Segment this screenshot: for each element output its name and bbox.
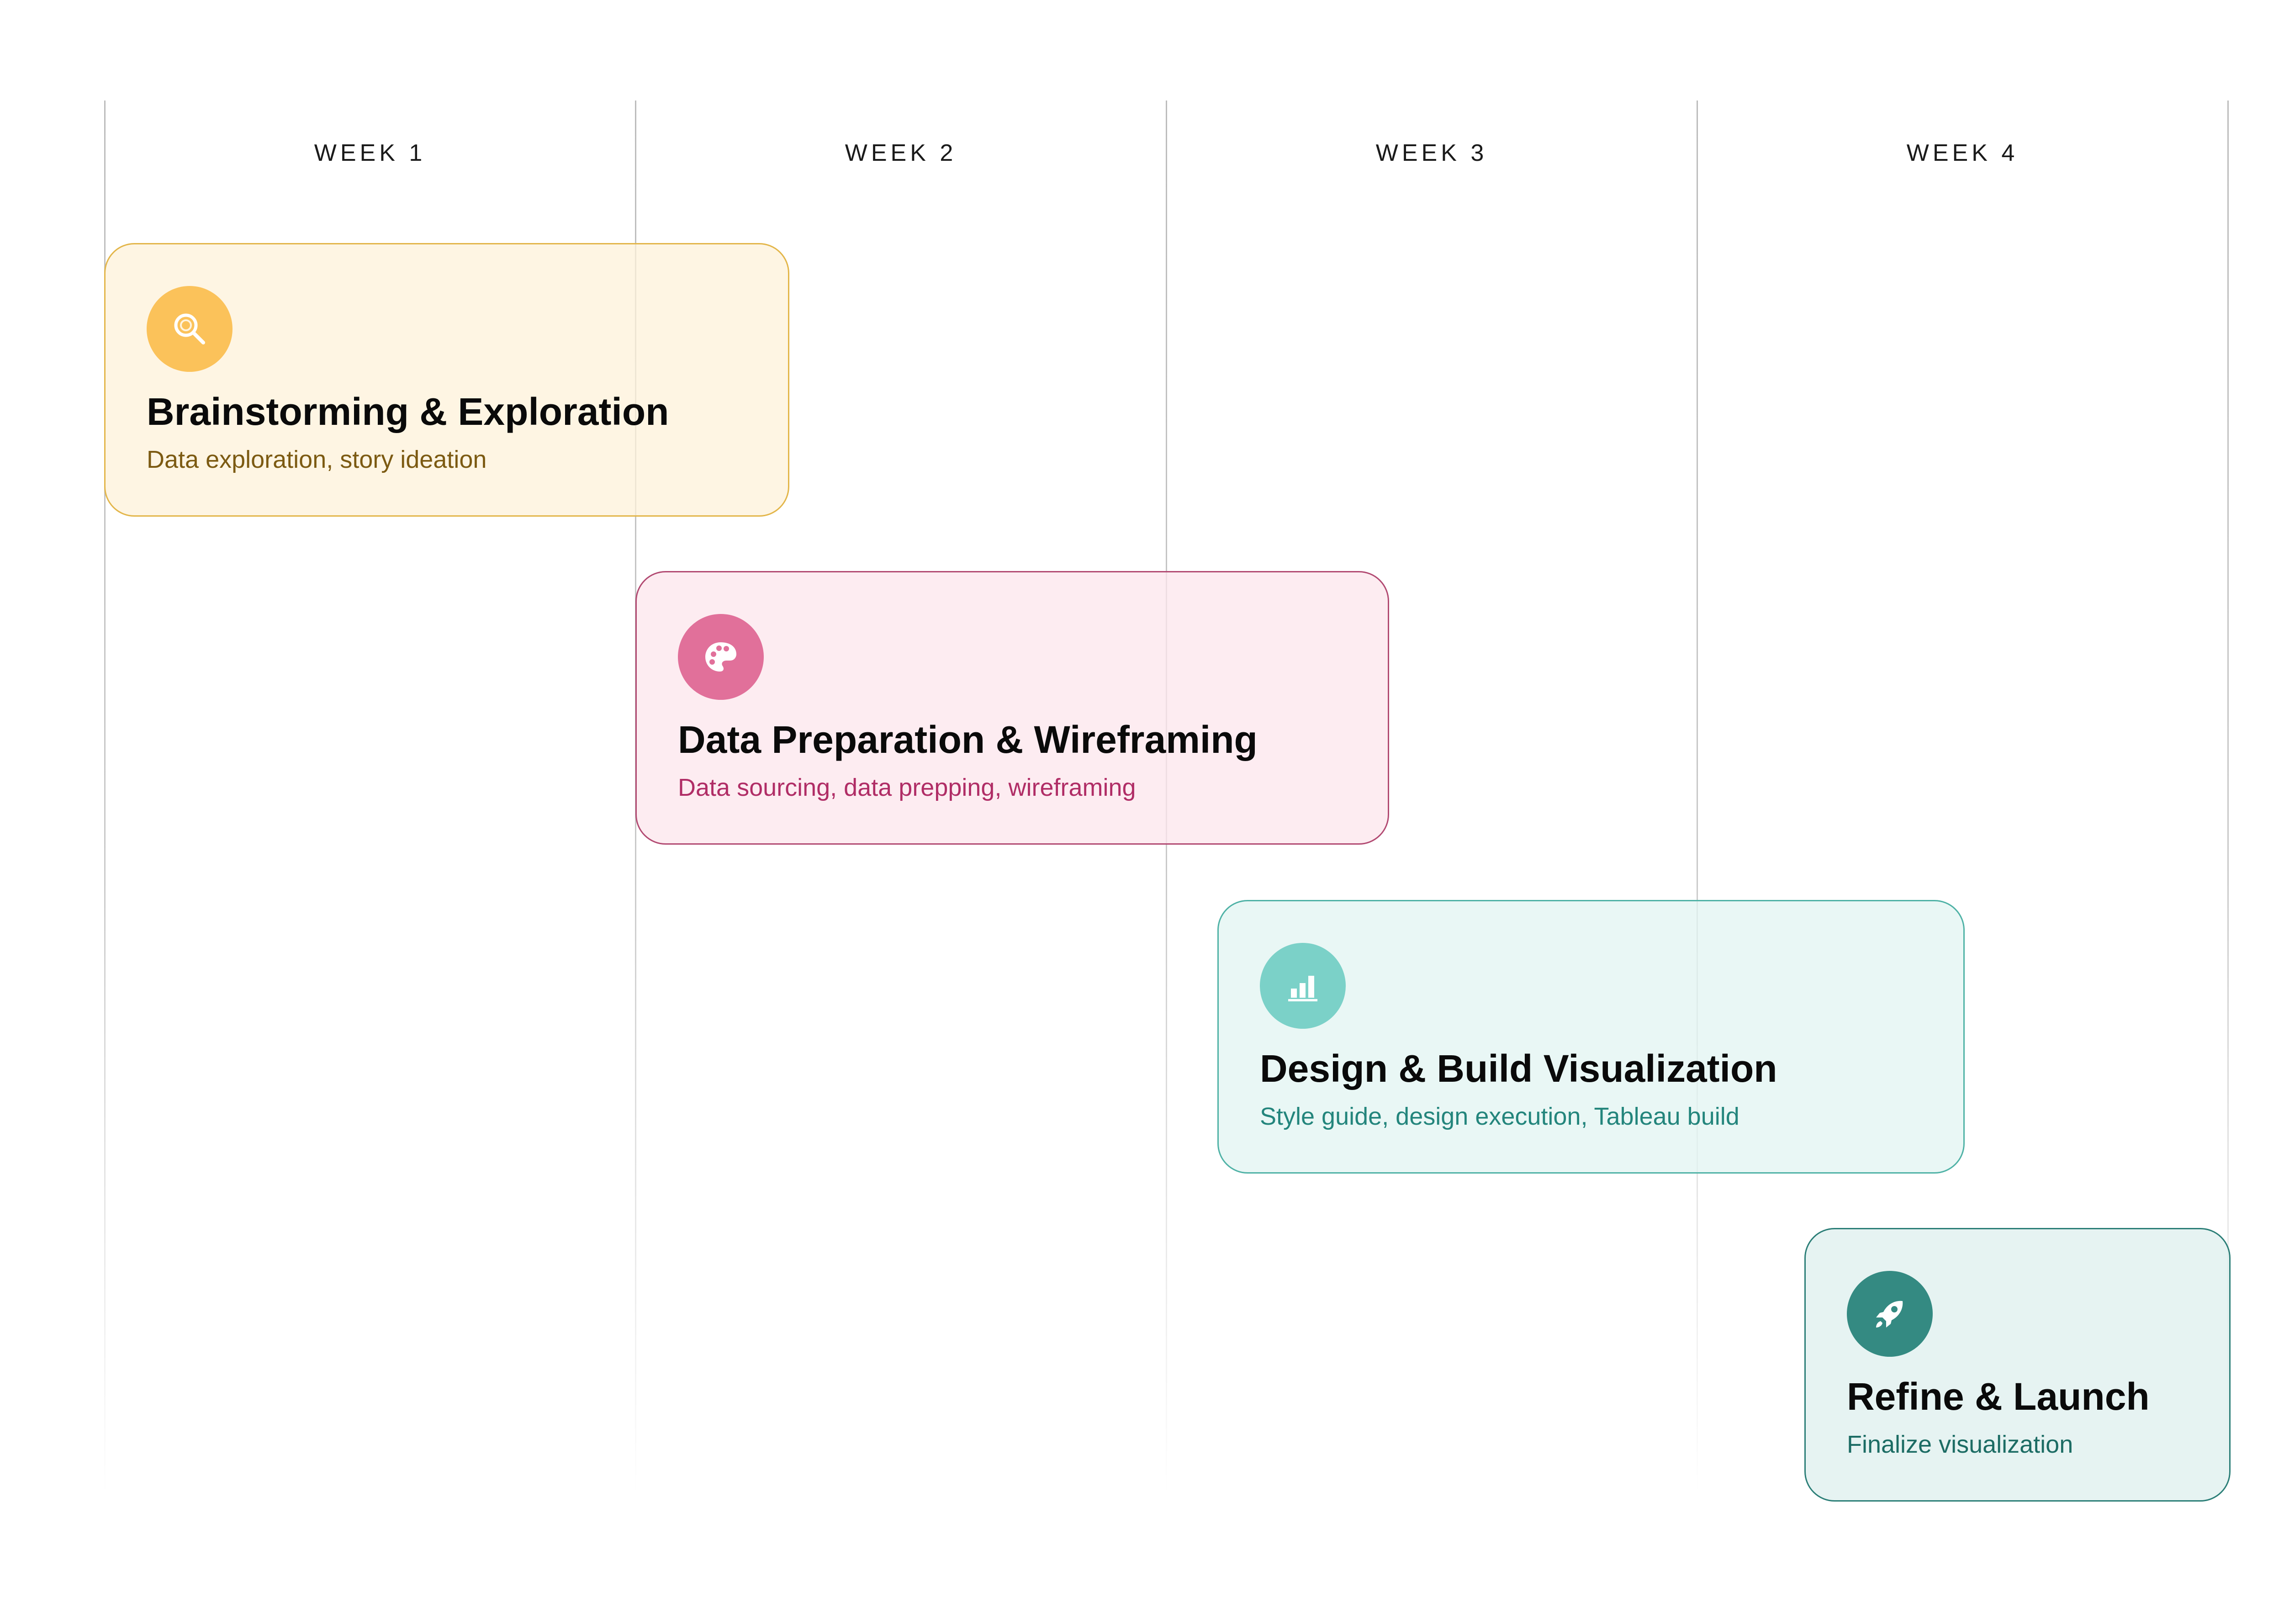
phase-card-design-build: Design & Build Visualization Style guide…	[1217, 900, 1965, 1174]
phase-description: Style guide, design execution, Tableau b…	[1260, 1103, 1739, 1130]
search-icon	[147, 286, 233, 372]
phase-title: Brainstorming & Exploration	[147, 390, 669, 433]
gridline-week-1-start	[104, 101, 106, 1494]
rocket-icon	[1847, 1271, 1933, 1357]
phase-card-refine-launch: Refine & Launch Finalize visualization	[1804, 1228, 2231, 1502]
phase-card-data-preparation: Data Preparation & Wireframing Data sour…	[635, 571, 1389, 845]
phase-card-brainstorming: Brainstorming & Exploration Data explora…	[104, 243, 789, 517]
gridline-week-4-start	[1697, 101, 1698, 1494]
week-label-2: WEEK 2	[845, 140, 957, 166]
bar-chart-icon	[1260, 943, 1346, 1029]
week-label-3: WEEK 3	[1375, 140, 1488, 166]
phase-description: Data exploration, story ideation	[147, 446, 487, 473]
palette-icon	[678, 614, 764, 700]
phase-description: Finalize visualization	[1847, 1431, 2073, 1458]
phase-description: Data sourcing, data prepping, wireframin…	[678, 774, 1136, 801]
gridline-week-4-end	[2227, 101, 2229, 1494]
week-label-1: WEEK 1	[314, 140, 426, 166]
phase-title: Data Preparation & Wireframing	[678, 718, 1258, 761]
week-label-4: WEEK 4	[1906, 140, 2019, 166]
phase-title: Refine & Launch	[1847, 1375, 2150, 1418]
phase-title: Design & Build Visualization	[1260, 1047, 1777, 1090]
